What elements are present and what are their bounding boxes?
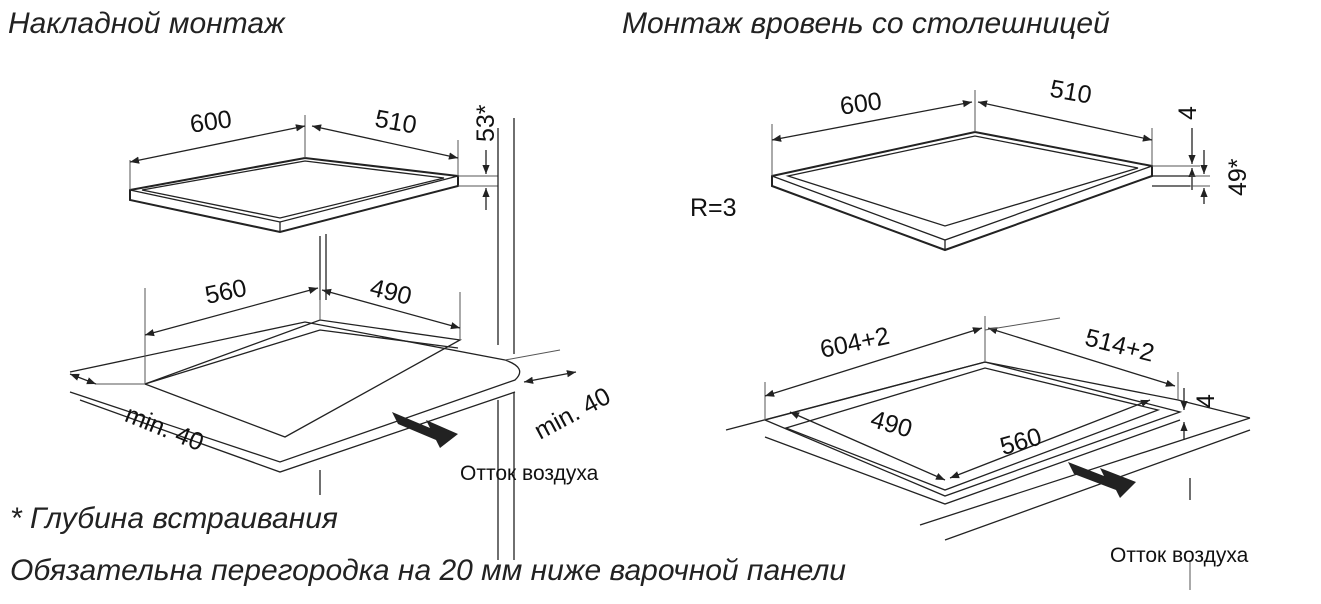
left-hob xyxy=(129,156,459,234)
right-hob-width-label: 600 xyxy=(838,87,883,121)
right-depth-note: 49* xyxy=(1224,158,1252,196)
left-min-front-label: min. 40 xyxy=(121,400,208,457)
right-airflow-label: Отток воздуха xyxy=(1110,544,1249,567)
footnote-depth: * Глубина встраивания xyxy=(10,502,338,535)
left-cutout-depth-label: 490 xyxy=(367,274,414,311)
right-airflow: Отток воздуха xyxy=(1068,462,1249,567)
left-airflow-label: Отток воздуха xyxy=(460,462,599,485)
left-hob-dimensions: 600 510 53* xyxy=(129,104,500,210)
right-glass-thickness: 4 xyxy=(1174,106,1202,120)
right-rebate-height: 4 xyxy=(1192,394,1220,408)
left-divider-panel xyxy=(319,118,515,560)
left-hob-depth-label: 510 xyxy=(373,105,419,140)
left-airflow: Отток воздуха xyxy=(392,412,599,485)
right-hob xyxy=(771,130,1190,252)
right-rebate-dimensions: 604+2 514+2 4 490 560 xyxy=(764,316,1220,481)
footnote-partition: Обязательна перегородка на 20 мм ниже ва… xyxy=(10,554,846,587)
right-hob-dimensions: 600 510 4 49* xyxy=(771,75,1252,204)
right-radius-label: R=3 xyxy=(690,194,737,222)
right-hob-depth-label: 510 xyxy=(1048,75,1094,110)
left-cutout-dimensions: 560 490 min. 40 min. 40 xyxy=(69,274,616,457)
title-flush-mounting: Монтаж вровень со столешницей xyxy=(622,7,1110,40)
left-worktop xyxy=(69,319,521,473)
left-min-side-label: min. 40 xyxy=(530,382,616,445)
title-overlay-mounting: Накладной монтаж xyxy=(8,7,286,40)
left-hob-width-label: 600 xyxy=(188,105,233,139)
left-depth-note: 53* xyxy=(472,104,500,142)
right-cutout-depth-label: 490 xyxy=(867,405,915,443)
right-rebate-width-label: 604+2 xyxy=(818,322,893,364)
left-cutout-width-label: 560 xyxy=(203,274,250,310)
